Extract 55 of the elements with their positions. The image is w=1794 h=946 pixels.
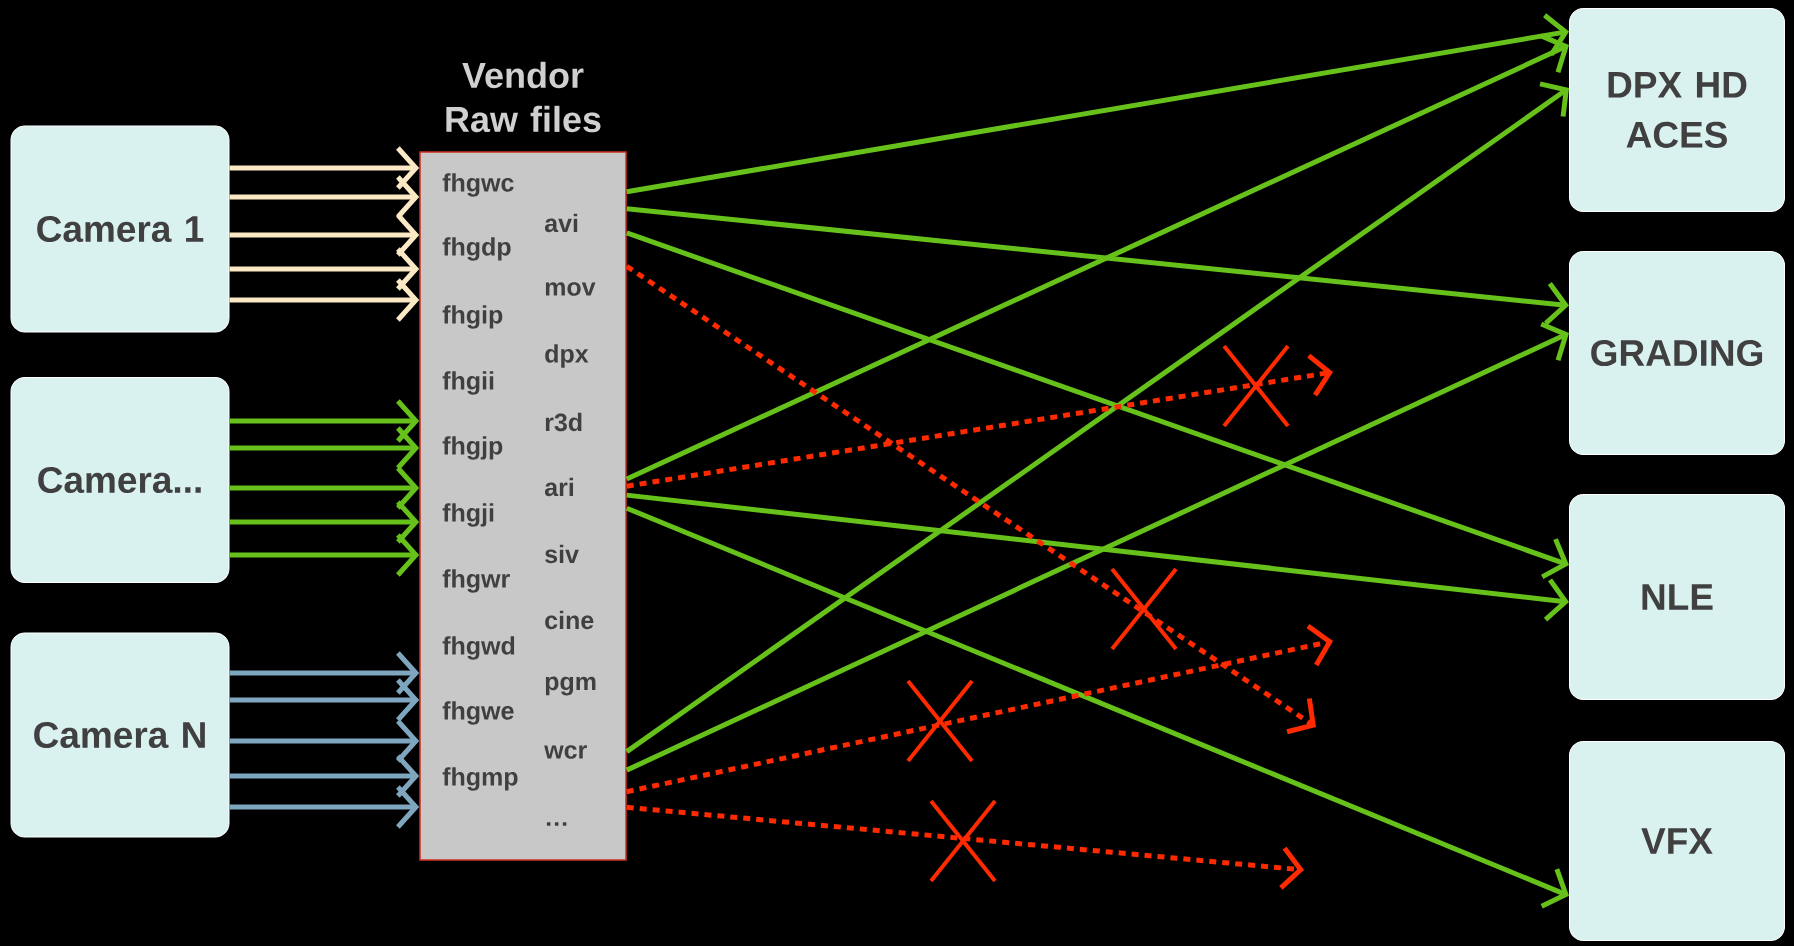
file-name: pgm	[545, 676, 596, 696]
file-name: fhgjp	[442, 436, 503, 460]
arrow	[626, 206, 1569, 326]
arrow	[229, 785, 420, 829]
dotted-arrow	[625, 264, 1316, 735]
file-name: fhgii	[442, 371, 494, 395]
camera-box: Camera 1	[10, 125, 230, 333]
arrow	[625, 33, 1569, 482]
file-name: r3d	[545, 412, 582, 432]
file-name: siv	[545, 544, 579, 564]
file-name: …	[546, 822, 567, 826]
arrow	[625, 321, 1569, 773]
arrow	[229, 651, 420, 695]
arrow	[625, 230, 1570, 580]
dotted-arrow	[626, 623, 1333, 795]
arrow	[229, 426, 420, 470]
file-name: avi	[544, 213, 578, 233]
file-name: fhgmp	[442, 767, 518, 791]
file-name: fhgwd	[442, 636, 515, 660]
file-name: cine	[545, 610, 594, 630]
file-name: fhgip	[442, 305, 503, 329]
file-name: fhgwe	[442, 701, 514, 725]
arrow	[626, 13, 1569, 195]
output-box: NLE	[1569, 494, 1785, 700]
panel-heading: Vendor Raw files	[446, 61, 601, 133]
output-box: DPX HD ACES	[1569, 8, 1785, 212]
arrow	[229, 399, 420, 443]
arrow	[229, 146, 420, 190]
arrow	[626, 492, 1569, 622]
file-name: fhgdp	[442, 237, 511, 261]
file-name: mov	[545, 282, 596, 296]
arrow	[229, 466, 420, 510]
arrow	[229, 754, 420, 798]
file-name: fhgwc	[442, 173, 514, 197]
arrow	[229, 247, 420, 291]
arrow	[229, 213, 420, 257]
arrow	[229, 719, 420, 763]
file-name: fhgwr	[442, 569, 510, 593]
file-name: fhgji	[442, 503, 494, 527]
output-box: VFX	[1569, 741, 1785, 941]
arrow	[625, 81, 1569, 754]
dotted-arrow	[626, 804, 1304, 890]
file-name: wcr	[544, 745, 587, 759]
arrow	[229, 175, 420, 219]
camera-box: Camera...	[10, 377, 230, 583]
arrow	[229, 533, 420, 577]
camera-box: Camera N	[10, 632, 230, 838]
output-box: GRADING	[1569, 251, 1785, 455]
file-name: dpx	[545, 344, 589, 368]
file-name: ari	[544, 477, 573, 497]
arrow	[229, 678, 420, 722]
arrow	[625, 505, 1569, 909]
dotted-arrow	[626, 353, 1334, 489]
arrow	[229, 500, 420, 544]
arrow	[229, 278, 420, 322]
